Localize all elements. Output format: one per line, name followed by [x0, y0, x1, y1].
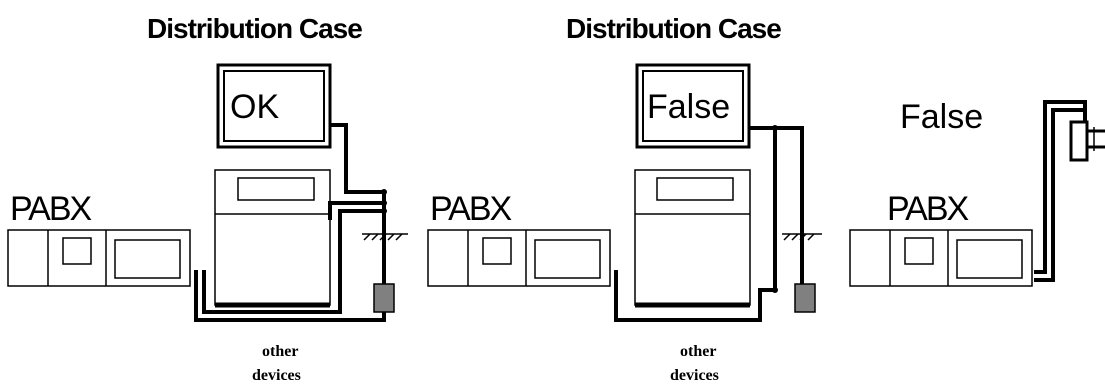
- pabx-label: PABX: [887, 190, 969, 228]
- monitor-screen: [642, 70, 744, 142]
- monitor-ground-wire: [749, 126, 777, 290]
- cabinet-ground-wire: [328, 201, 384, 220]
- other-devices-note: other: [680, 343, 716, 360]
- wall-outlet: [1069, 120, 1089, 162]
- other-devices-note: devices: [252, 367, 301, 384]
- pabx-large-module: [114, 239, 181, 279]
- status-label: OK: [230, 88, 279, 126]
- pabx-ground-wire: [202, 209, 384, 314]
- junction-dot: [381, 208, 387, 214]
- pabx-large-module: [956, 239, 1023, 279]
- earth-hatch: [783, 233, 815, 241]
- pabx-small-module: [482, 237, 512, 265]
- pabx-large-module: [534, 239, 601, 279]
- pabx-small-module: [904, 237, 934, 265]
- pabx-label: PABX: [430, 190, 512, 228]
- ground-rod: [373, 283, 395, 313]
- earth-hatch: [363, 233, 403, 241]
- monitor-screen: [223, 70, 325, 142]
- distribution-case-title: Distribution Case: [147, 13, 362, 44]
- cabinet-slot: [656, 177, 734, 201]
- status-label: False: [647, 88, 730, 126]
- pabx-ground-wire: [1034, 108, 1085, 282]
- pabx-label: PABX: [10, 190, 92, 228]
- shared-ground-wire: [775, 126, 804, 285]
- panel-ok: Distribution Case OK PABX other devices: [7, 13, 408, 384]
- junction-dot: [381, 189, 387, 195]
- junction-dot: [772, 125, 778, 131]
- ground-rod: [794, 283, 816, 313]
- other-devices-note: other: [262, 343, 298, 360]
- cabinet-slot: [237, 177, 315, 201]
- pabx-ground-wire: [614, 270, 775, 322]
- panel-false-no-ground: False PABX: [849, 98, 1105, 287]
- pabx-small-module: [62, 237, 92, 265]
- panel-false-shared-wire: Distribution Case False PABX other devic…: [427, 13, 822, 384]
- status-label: False: [900, 98, 983, 136]
- other-devices-note: devices: [670, 367, 719, 384]
- junction-dot: [772, 287, 778, 293]
- junction-dot: [381, 200, 387, 206]
- distribution-case-title: Distribution Case: [566, 13, 781, 44]
